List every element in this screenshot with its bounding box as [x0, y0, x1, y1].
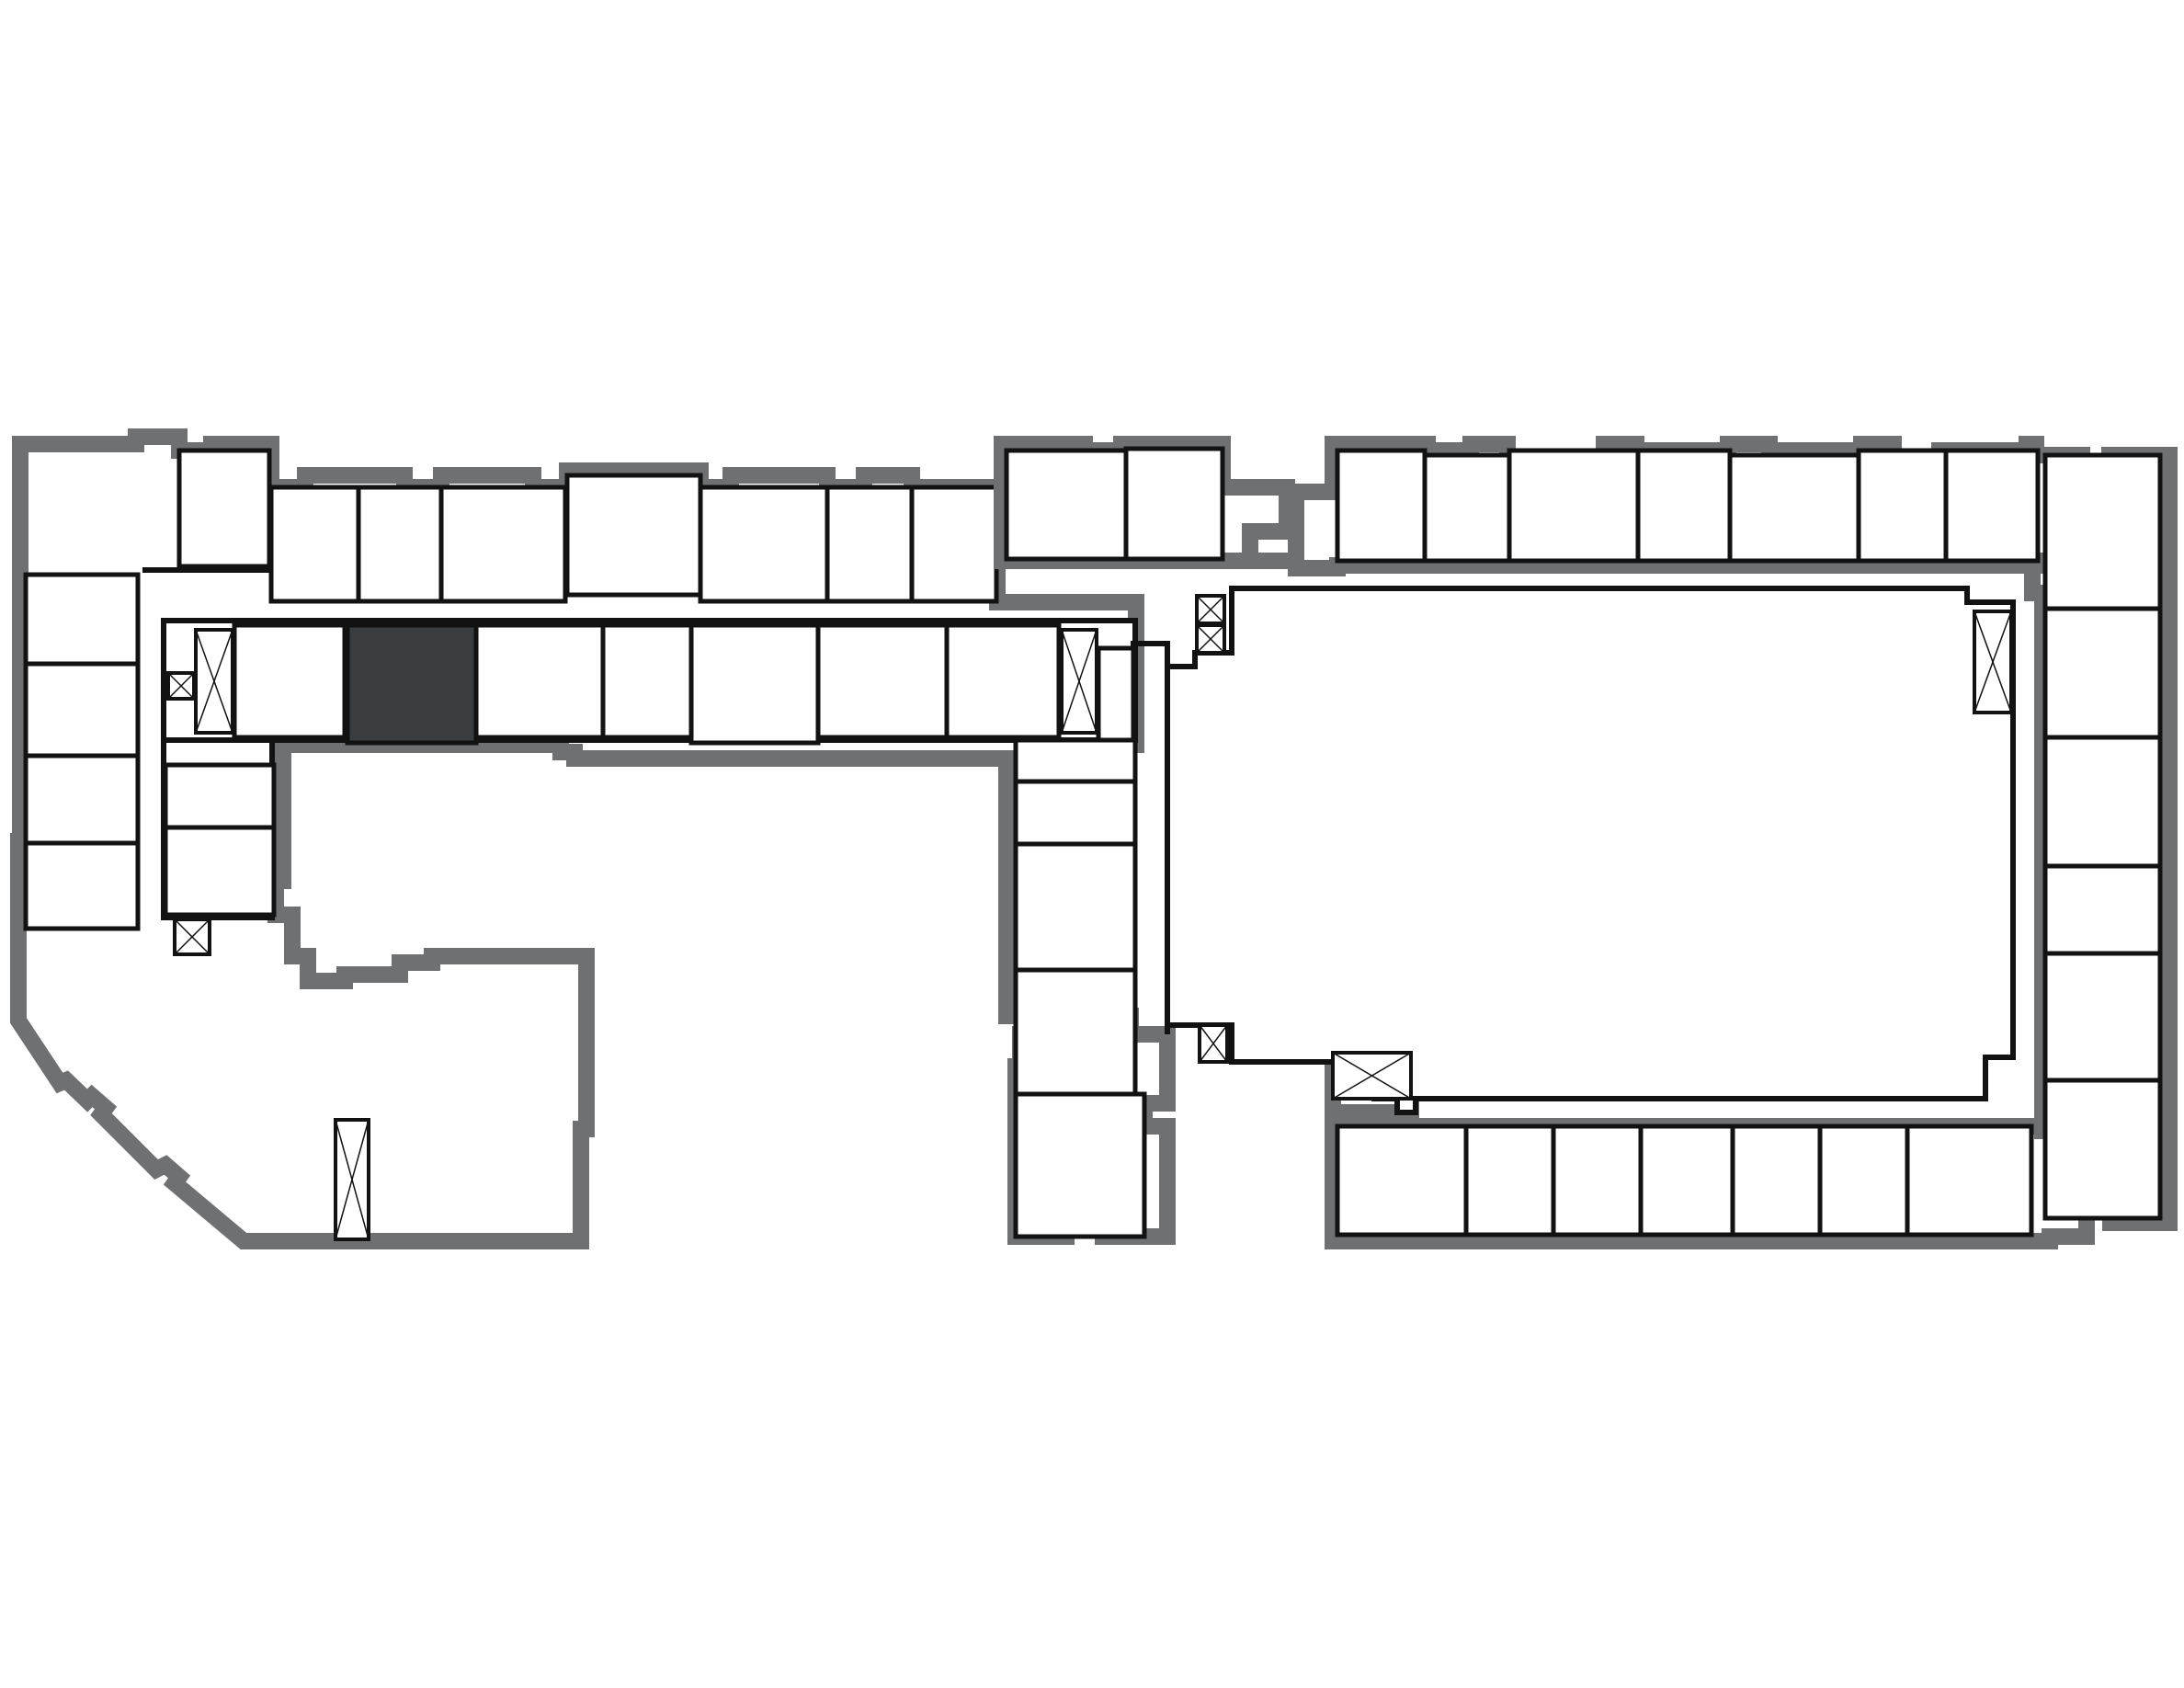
- unit-north-6: [698, 485, 830, 604]
- stair-shaft-icon: [1973, 610, 2013, 714]
- unit-north-8: [909, 485, 999, 604]
- elevator-shaft-icon: [1195, 594, 1226, 625]
- unit-e-3: [2042, 735, 2163, 869]
- unit-east-3: [1013, 841, 1138, 973]
- unit-southwest-2: [163, 825, 277, 918]
- unit-east-1: [1013, 737, 1138, 784]
- unit-e-2: [2042, 606, 2163, 740]
- stair-shaft-icon: [334, 1118, 370, 1241]
- unit-corridor-1: [232, 622, 347, 740]
- unit-se-7: [1905, 1123, 2034, 1237]
- unit-se-4: [1638, 1123, 1735, 1237]
- stair-shaft-icon: [1060, 628, 1098, 735]
- unit-e-1: [2042, 452, 2163, 611]
- unit-se-2: [1463, 1123, 1556, 1237]
- unit-east-4: [1013, 967, 1138, 1097]
- east-courtyard: [1165, 586, 2016, 1115]
- unit-e-6: [2042, 1078, 2163, 1221]
- unit-corridor-5: [688, 622, 821, 746]
- unit-ne-6: [1635, 448, 1733, 564]
- unit-ne-7: [1727, 452, 1861, 564]
- unit-e-4: [2042, 863, 2163, 956]
- unit-se-1: [1335, 1123, 1469, 1237]
- unit-corridor-4: [600, 622, 694, 740]
- unit-west-4: [23, 840, 141, 931]
- unit-ne-1: [1004, 448, 1129, 562]
- elevator-shaft-icon: [1195, 623, 1226, 655]
- east-wing: [994, 436, 2178, 1249]
- unit-north-5: [564, 473, 703, 598]
- unit-north-3: [345, 622, 479, 746]
- unit-corridor-3: [473, 622, 606, 740]
- unit-ne-4: [1422, 452, 1512, 564]
- unit-ne-8: [1856, 448, 1949, 564]
- unit-corridor-7: [944, 622, 1062, 740]
- unit-northwest-corner: [176, 448, 272, 569]
- unit-se-5: [1730, 1123, 1823, 1237]
- stair-shaft-icon: [194, 628, 234, 735]
- unit-ne-9: [1943, 448, 2041, 564]
- unit-north-7: [825, 485, 915, 604]
- unit-north-2: [356, 485, 444, 604]
- unit-west-2: [23, 661, 141, 758]
- elevator-shaft-icon: [166, 671, 196, 701]
- unit-north-4: [438, 485, 568, 604]
- unit-east-2: [1013, 779, 1138, 847]
- unit-west-1: [23, 572, 141, 667]
- unit-corridor-6: [815, 622, 950, 740]
- west-wing: [10, 428, 1176, 1249]
- unit-se-3: [1551, 1123, 1644, 1237]
- unit-e-5: [2042, 951, 2163, 1083]
- unit-ne-5: [1507, 448, 1641, 564]
- unit-north-1: [268, 485, 361, 604]
- unit-southwest-1: [163, 762, 277, 830]
- unit-west-3: [23, 753, 141, 846]
- unit-east-5: [1013, 1091, 1147, 1239]
- elevator-shaft-icon: [1198, 1023, 1229, 1064]
- unit-ne-3: [1335, 448, 1428, 564]
- unit-se-6: [1817, 1123, 1910, 1237]
- east-wing-connector: [1131, 641, 1170, 1034]
- elevator-shaft-icon: [1331, 1051, 1413, 1101]
- unit-ne-2: [1123, 446, 1225, 562]
- elevator-shaft-icon: [173, 918, 211, 956]
